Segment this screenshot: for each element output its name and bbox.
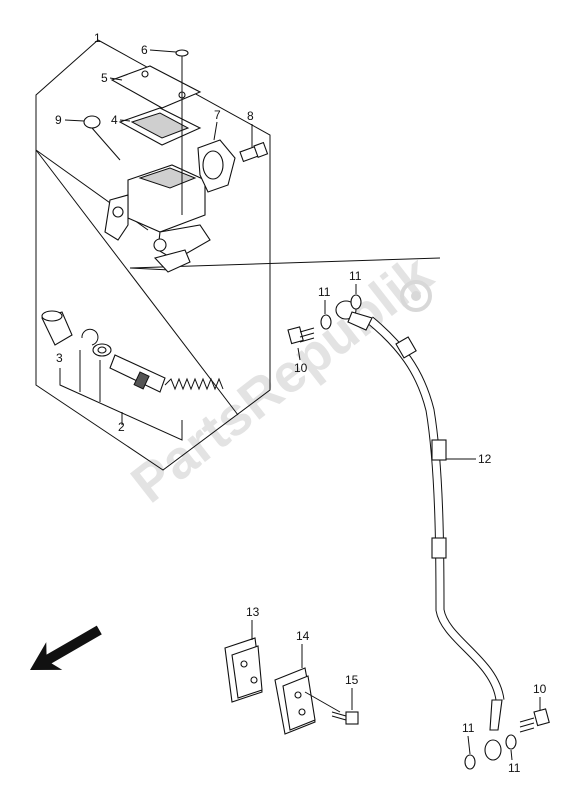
callout-15: 15 (345, 673, 359, 687)
diaphragm-plate (118, 107, 202, 146)
watermark-text: PartsRepublik (120, 243, 444, 514)
sealing-washer-2 (350, 294, 362, 310)
assembly-box-diagonal-1 (35, 149, 239, 416)
callout-10a: 10 (294, 361, 308, 375)
callout-12: 12 (478, 452, 492, 466)
clamp-bolt (239, 141, 269, 163)
callout-9: 9 (55, 113, 62, 127)
circlip (81, 328, 99, 346)
reservoir-float (83, 115, 101, 129)
master-cylinder-body (104, 164, 211, 273)
assembly-box-outline (35, 39, 271, 471)
callout-3: 3 (56, 351, 63, 365)
hose-guide-14 (274, 667, 316, 735)
callout-11c: 11 (462, 721, 475, 735)
hose-banjo-top (335, 300, 373, 331)
piston-spring (164, 377, 224, 391)
callout-5: 5 (101, 71, 108, 85)
guide-bolt (331, 711, 359, 725)
piston-kit-bracket (59, 368, 183, 441)
callout-8: 8 (247, 109, 254, 123)
hose-banjo-bottom (484, 699, 503, 761)
callout-11a: 11 (349, 269, 362, 283)
callout-2: 2 (118, 420, 125, 434)
sealing-washer-3 (464, 754, 476, 770)
piston (109, 354, 166, 393)
union-bolt-top (287, 326, 315, 345)
brake-hose (367, 316, 505, 701)
cap-screw (175, 49, 189, 64)
piston-boot (41, 310, 73, 346)
front-direction-arrow-icon (30, 625, 102, 670)
callout-10b: 10 (533, 682, 547, 696)
sealing-washer-1 (320, 314, 332, 330)
watermark: PartsRepublik (120, 243, 444, 514)
reservoir-cap (110, 65, 202, 109)
callout-13: 13 (246, 605, 260, 619)
hose-guide-13 (224, 637, 263, 703)
sealing-washer-4 (505, 734, 517, 750)
callout-1: 1 (94, 31, 101, 45)
handlebar-clamp (197, 139, 236, 193)
leader-line-hose-to-assembly-2 (129, 267, 171, 271)
callout-11b: 11 (318, 285, 331, 299)
gear-icon (400, 280, 432, 312)
callout-11d: 11 (508, 761, 521, 775)
callout-4: 4 (111, 113, 118, 127)
callout-14: 14 (296, 629, 310, 643)
callout-7: 7 (214, 108, 221, 122)
piston-washer (92, 343, 112, 357)
callout-6: 6 (141, 43, 148, 57)
union-bolt-bottom (519, 708, 550, 733)
